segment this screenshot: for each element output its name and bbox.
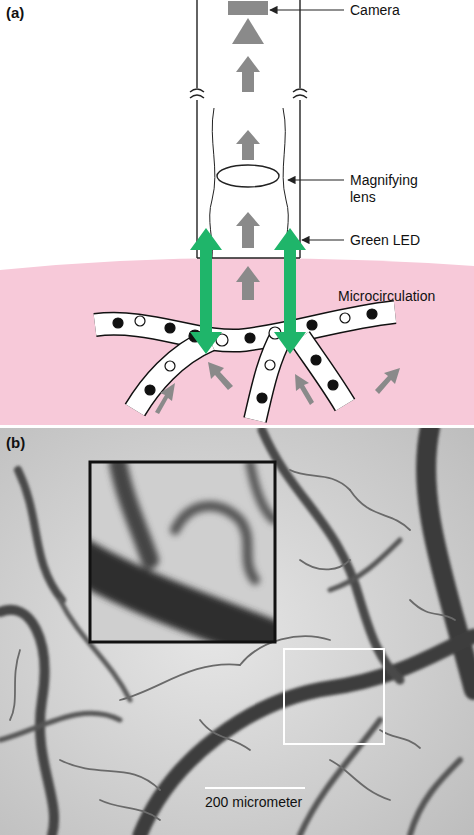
zoom-region-box <box>284 649 384 744</box>
reflected-light-arrows <box>236 266 260 300</box>
probe-tube <box>196 100 197 258</box>
blood-cells <box>113 318 123 328</box>
microscope-image <box>0 713 120 740</box>
scale-bar <box>205 787 305 789</box>
reflected-light-arrows <box>295 374 314 405</box>
probe-tube <box>190 95 204 98</box>
microscope-image <box>330 540 400 590</box>
vessels <box>95 312 395 420</box>
probe-tube <box>196 0 197 88</box>
scale-bar <box>205 788 305 789</box>
microscope-image <box>0 428 474 835</box>
camera <box>228 1 268 44</box>
magnifying-lens <box>217 165 279 187</box>
part-label: Camera <box>350 2 400 19</box>
microscope-image <box>100 800 160 820</box>
probe-tube <box>299 0 300 88</box>
probe-tube <box>299 100 300 258</box>
probe-tube <box>190 89 204 92</box>
green-led-light <box>274 228 306 354</box>
blood-cells <box>328 380 338 390</box>
reflected-light-arrows <box>375 368 400 394</box>
microscope-image <box>0 428 474 835</box>
camera <box>232 18 264 44</box>
microscope-image <box>0 428 474 835</box>
microscope-image <box>350 490 410 530</box>
inset-image <box>250 463 274 520</box>
blood-cells <box>113 309 377 403</box>
magnifying-lens <box>217 165 279 187</box>
part-label: Microcirculation <box>338 288 435 305</box>
part-label: Green LED <box>350 232 420 249</box>
microscope-image <box>18 470 62 600</box>
blood-cells <box>145 385 155 395</box>
blood-cells <box>245 333 255 343</box>
green-led-light <box>190 228 306 354</box>
leader-lines <box>270 10 344 240</box>
inset-image <box>80 462 290 650</box>
camera <box>228 1 268 15</box>
blood-cells <box>307 320 317 330</box>
light-path-arrows <box>236 56 260 92</box>
inset-image <box>91 463 274 641</box>
leader-lines <box>288 179 344 180</box>
probe-tube <box>293 95 307 98</box>
vessels <box>255 335 282 420</box>
microscope-image <box>10 650 20 720</box>
blood-cells <box>340 313 350 323</box>
scale-label: 200 micrometer <box>205 794 302 811</box>
microscope-image <box>262 430 400 680</box>
tissue <box>0 258 474 425</box>
reflected-light-arrows <box>155 383 175 414</box>
leader-lines <box>270 9 344 10</box>
green-led-light <box>190 228 222 354</box>
blood-cells <box>165 361 175 371</box>
blood-cells <box>135 316 145 326</box>
tissue <box>0 258 474 425</box>
inset-image <box>175 506 255 580</box>
vessels <box>255 335 282 420</box>
inset-image <box>90 462 275 642</box>
reflected-light-arrows <box>208 362 233 390</box>
blood-cells <box>367 309 377 319</box>
microscope-image <box>300 560 350 569</box>
probe-tube <box>293 89 307 92</box>
microscope-image <box>410 600 455 620</box>
microscope-image <box>380 730 420 748</box>
microscope-image <box>140 636 474 835</box>
blood-cells <box>265 360 275 370</box>
microscope-image <box>60 760 160 790</box>
microscope-image <box>410 760 460 835</box>
microscope-image <box>290 470 350 490</box>
probe-tube <box>190 0 307 258</box>
microscope-image <box>300 720 380 835</box>
light-path-arrows <box>236 212 260 248</box>
light-path-arrows <box>236 130 260 160</box>
blood-cells <box>311 355 321 365</box>
panel-label: (a) <box>6 4 24 21</box>
microscope-image <box>330 760 390 800</box>
panel-label: (b) <box>6 434 25 451</box>
blood-cells <box>257 393 267 403</box>
microscope-image <box>120 664 240 700</box>
vessels <box>135 340 210 410</box>
microscope-image <box>200 720 250 750</box>
zoom-region-box <box>284 649 384 744</box>
leader-lines <box>302 239 344 240</box>
part-label: Magnifying lens <box>350 172 436 206</box>
light-path-arrows <box>236 56 260 248</box>
blood-cells <box>165 323 175 333</box>
vessels <box>135 340 210 410</box>
inset-image <box>118 463 150 560</box>
